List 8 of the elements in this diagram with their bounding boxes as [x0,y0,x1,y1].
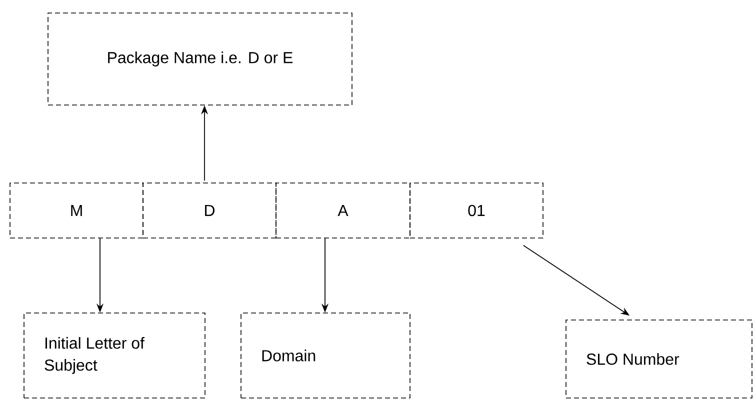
code-cell: D [142,182,276,238]
label-box: Initial Letter of Subject [24,312,206,398]
label-box: SLO Number [566,320,752,398]
code-cell: M [10,182,144,238]
label-box: Domain [240,312,410,398]
code-cell: A [276,182,410,238]
code-cell: 01 [410,182,544,238]
label-box: Package Name i.e. D or E [48,12,352,106]
